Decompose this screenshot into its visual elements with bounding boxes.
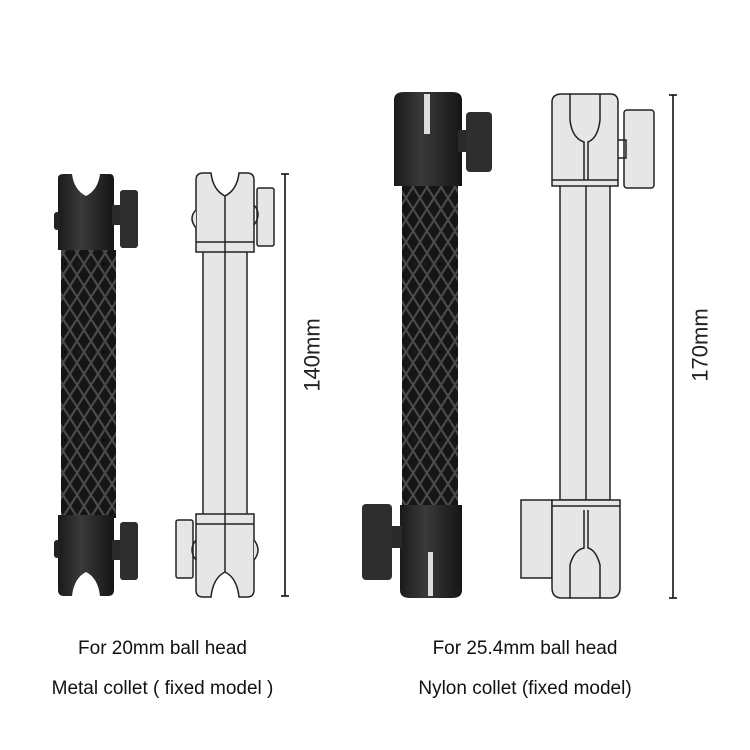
dimension-label-140mm: 140mm [299,318,325,392]
short-arm-photo [54,174,138,596]
long-arm-caption-collet: Nylon collet (fixed model) [418,678,632,699]
dimension-label-170mm: 170mm [687,308,713,382]
long-arm-photo [362,92,492,598]
short-arm-caption-ball-head: For 20mm ball head [78,638,247,659]
dimension-line-140mm [281,173,289,597]
long-arm-caption-ball-head: For 25.4mm ball head [432,638,618,659]
short-arm-drawing [175,172,275,598]
short-arm-caption-collet: Metal collet ( fixed model ) [51,678,274,699]
long-arm-drawing [520,93,655,599]
dimension-line-170mm [669,94,677,599]
